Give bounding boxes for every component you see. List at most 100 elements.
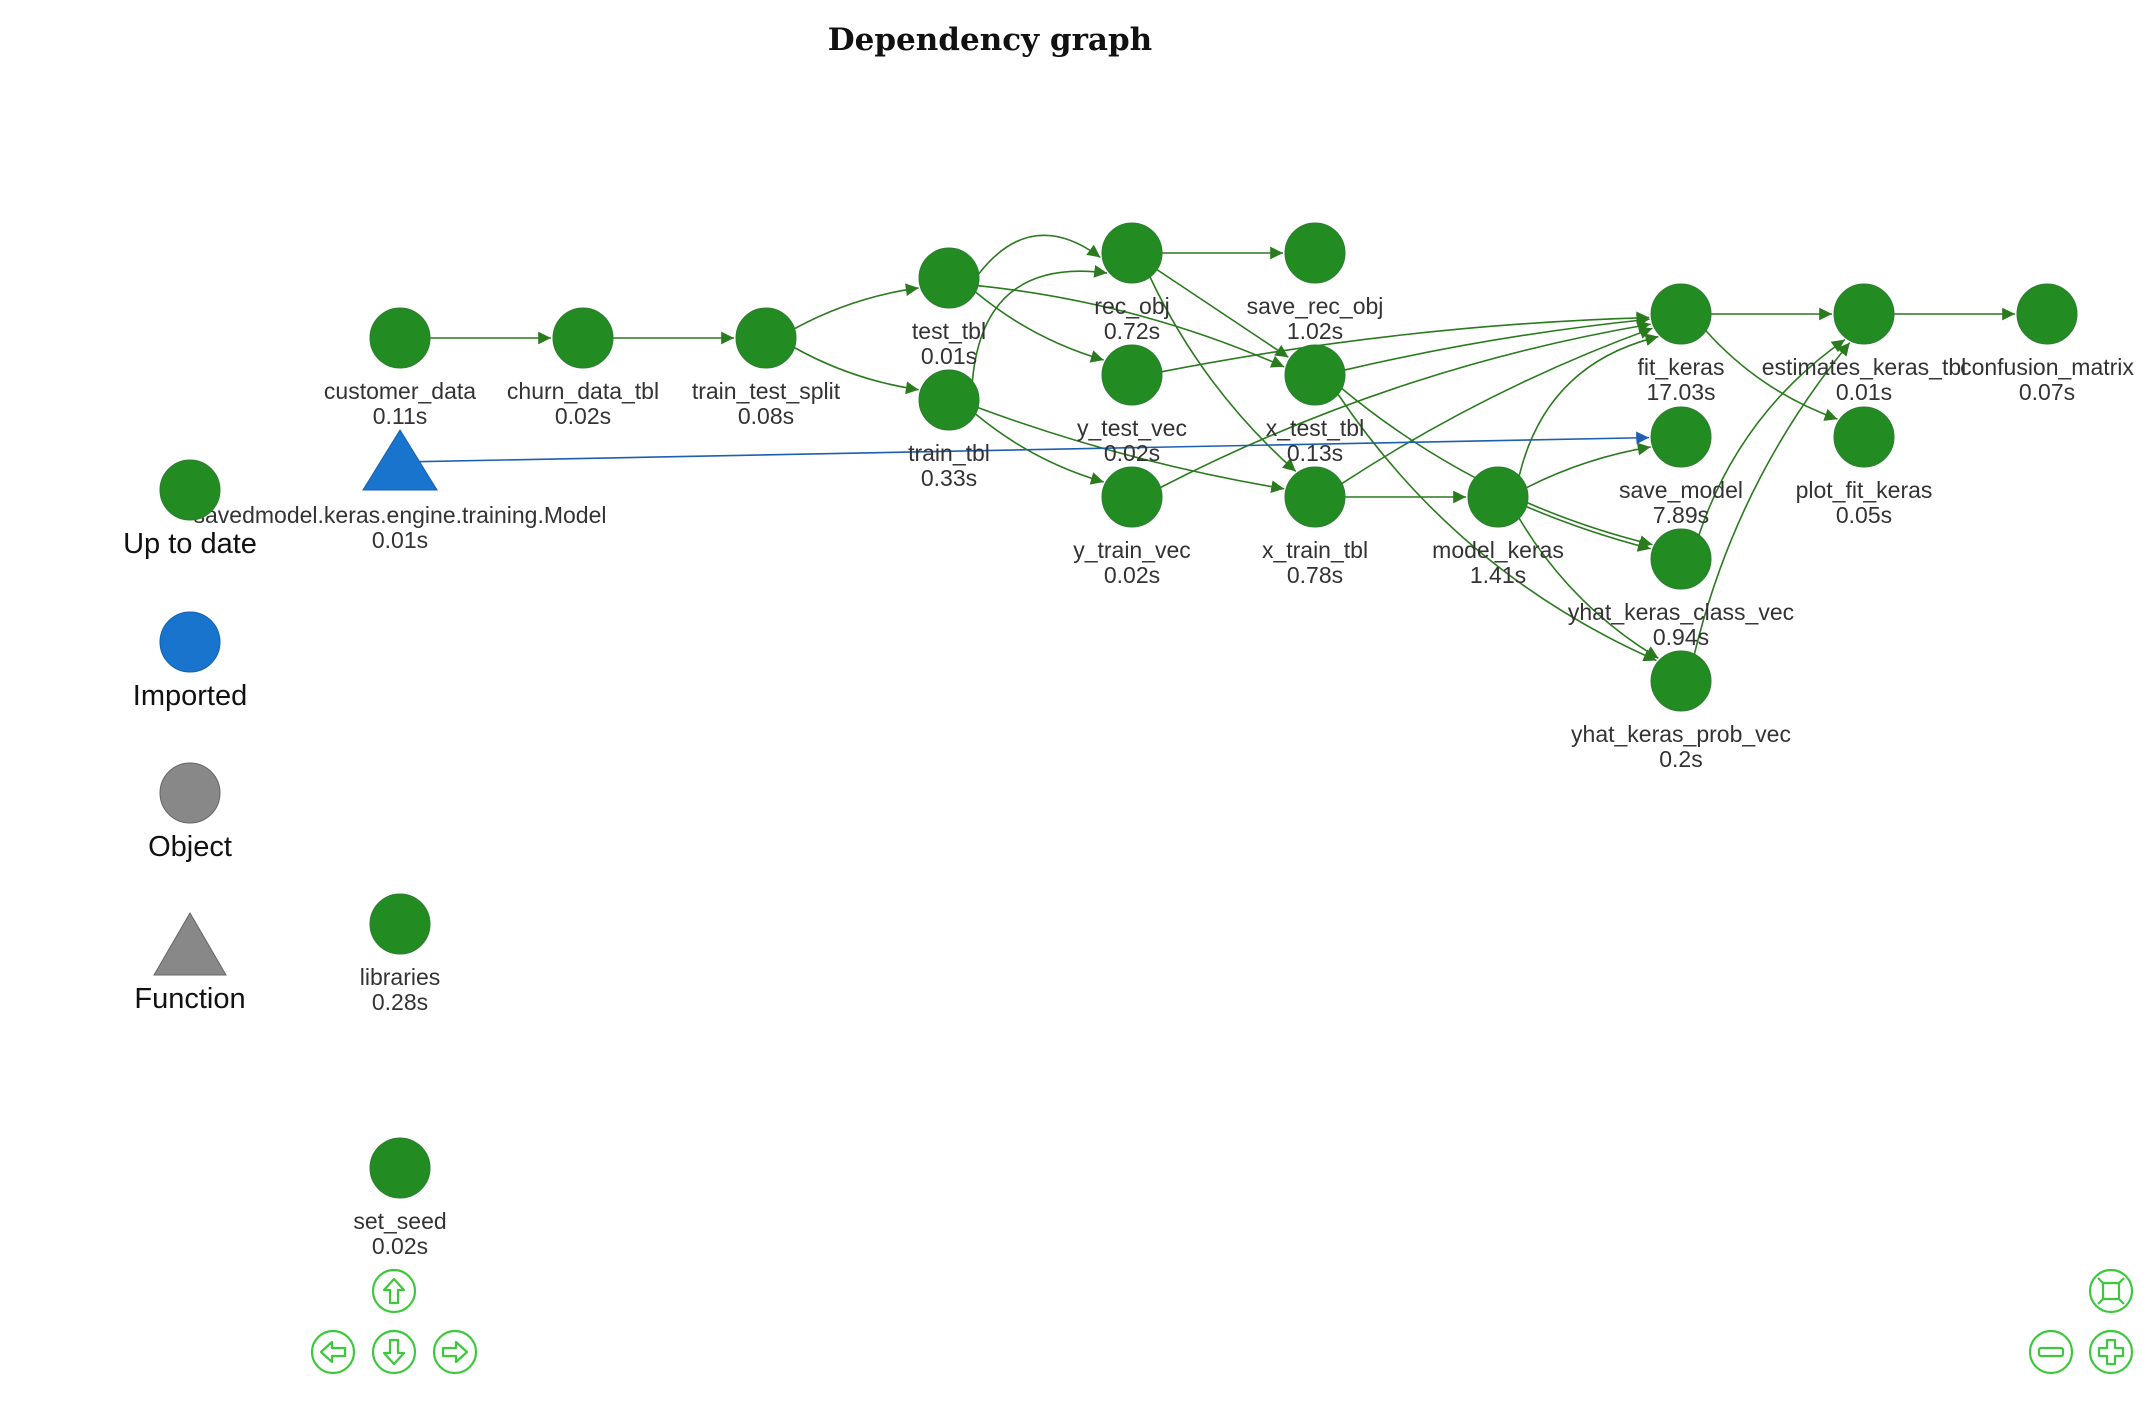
edge-test_tbl-to-y_test_vec	[974, 291, 1104, 363]
node-label: test_tbl	[912, 318, 986, 344]
edge-train_test_split-to-train_tbl	[794, 346, 919, 395]
circle-node-shape	[1650, 528, 1712, 590]
circle-node-shape	[369, 893, 431, 955]
node-time: 0.02s	[1104, 440, 1160, 466]
legend-item-function: Function	[134, 912, 246, 1015]
node-time: 0.01s	[1836, 379, 1892, 405]
node-label: fit_keras	[1638, 354, 1725, 380]
node-label: save_model	[1619, 477, 1743, 503]
node-time: 17.03s	[1646, 379, 1715, 405]
node-time: 0.28s	[372, 989, 428, 1015]
node-label: x_test_tbl	[1266, 415, 1364, 441]
node-time: 0.72s	[1104, 318, 1160, 344]
navigation-controls	[310, 1268, 2134, 1375]
node-time: 0.02s	[1104, 562, 1160, 588]
legend-label: Function	[134, 983, 245, 1015]
edge-yhat_keras_prob_vec-to-estimates_keras_tbl	[1693, 342, 1851, 655]
zoom-out-button[interactable]	[2028, 1329, 2074, 1375]
circle-node-shape	[369, 307, 431, 369]
node-time: 0.07s	[2019, 379, 2075, 405]
circle-node-shape	[1101, 344, 1163, 406]
legend-item-up-to-date: Up to date	[123, 459, 257, 560]
zoom-in-icon	[2088, 1329, 2134, 1375]
edge-rec_obj-to-x_train_tbl	[1149, 276, 1297, 472]
circle-node-shape	[552, 307, 614, 369]
circle-node-shape	[1650, 283, 1712, 345]
node-label: estimates_keras_tbl	[1762, 354, 1967, 380]
edges-layer	[417, 234, 2015, 662]
triangle-node-shape	[362, 429, 438, 491]
nodes-layer: customer_data0.11schurn_data_tbl0.02stra…	[194, 222, 2134, 1259]
legend-label: Imported	[133, 680, 247, 712]
node-time: 0.94s	[1653, 624, 1709, 650]
node-time: 7.89s	[1653, 502, 1709, 528]
fit-view-button[interactable]	[2088, 1268, 2134, 1314]
node-label: yhat_keras_class_vec	[1568, 599, 1794, 625]
node-label: plot_fit_keras	[1796, 477, 1933, 503]
node-label: churn_data_tbl	[507, 378, 659, 404]
node-time: 0.01s	[921, 343, 977, 369]
zoom-in-button[interactable]	[2088, 1329, 2134, 1375]
circle-node-shape	[1284, 466, 1346, 528]
edge-train_tbl-to-rec_obj	[971, 265, 1108, 382]
circle-node-shape	[2016, 283, 2078, 345]
legend-item-imported: Imported	[133, 611, 247, 712]
node-time: 1.41s	[1470, 562, 1526, 588]
legend-item-object: Object	[148, 762, 232, 863]
legend-circle-icon	[159, 459, 221, 521]
edge-yhat_keras_class_vec-to-estimates_keras_tbl	[1698, 338, 1846, 536]
circle-node-shape	[918, 369, 980, 431]
legend-label: Up to date	[123, 528, 257, 560]
node-label: savedmodel.keras.engine.training.Model	[194, 502, 607, 528]
edge-x_test_tbl-to-fit_keras	[1344, 314, 1650, 371]
edge-train_tbl-to-x_train_tbl	[977, 406, 1285, 494]
right-arrow-button[interactable]	[432, 1329, 478, 1375]
node-label: rec_obj	[1094, 293, 1169, 319]
edge-y_train_vec-to-fit_keras	[1160, 319, 1651, 489]
node-savedmodel[interactable]: savedmodel.keras.engine.training.Model0.…	[194, 429, 607, 553]
edge-test_tbl-to-x_test_tbl	[977, 284, 1285, 368]
node-label: y_test_vec	[1077, 415, 1187, 441]
node-label: libraries	[360, 964, 441, 990]
node-time: 0.08s	[738, 403, 794, 429]
circle-node-shape	[1284, 344, 1346, 406]
node-label: confusion_matrix	[1960, 354, 2134, 380]
node-label: save_rec_obj	[1247, 293, 1384, 319]
edge-train_test_split-to-test_tbl	[794, 283, 919, 330]
up-arrow-button[interactable]	[371, 1268, 417, 1314]
edge-savedmodel-to-save_model	[417, 431, 1650, 463]
down-arrow-icon	[371, 1329, 417, 1375]
circle-node-shape	[918, 247, 980, 309]
down-arrow-button[interactable]	[371, 1329, 417, 1375]
node-time: 1.02s	[1287, 318, 1343, 344]
node-time: 0.78s	[1287, 562, 1343, 588]
node-time: 0.11s	[373, 403, 428, 429]
node-label: customer_data	[324, 378, 476, 404]
circle-node-shape	[1650, 650, 1712, 712]
edge-test_tbl-to-rec_obj	[978, 234, 1101, 275]
legend-label: Object	[148, 831, 232, 863]
left-arrow-button[interactable]	[310, 1329, 356, 1375]
